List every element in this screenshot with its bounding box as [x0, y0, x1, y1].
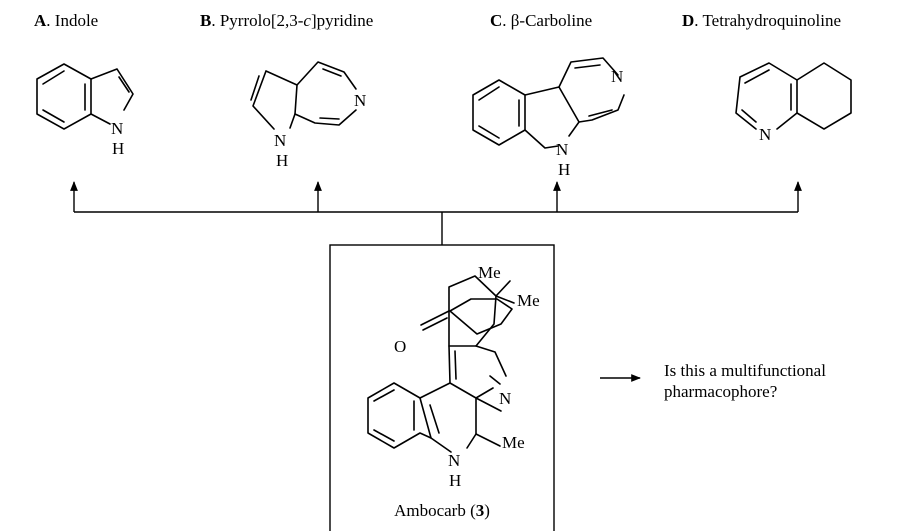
ambocarb-box	[329, 244, 555, 531]
atom-n: N	[556, 140, 568, 159]
atom-n: N	[274, 131, 286, 150]
structure-pyrrolopyridine: N N H	[250, 61, 366, 170]
label-beta-carboline: C. β-Carboline	[490, 11, 592, 30]
question-line-1: Is this a multifunctional	[664, 361, 826, 380]
atom-n: N	[354, 91, 366, 110]
atom-me: Me	[478, 263, 501, 282]
atom-n: N	[499, 389, 511, 408]
structure-indole: N H	[36, 63, 134, 158]
atom-me: Me	[502, 433, 525, 452]
atom-h: H	[449, 471, 461, 490]
question-line-2: pharmacophore?	[664, 382, 777, 401]
structure-tetrahydroquinoline: N	[735, 62, 852, 144]
atom-h: H	[276, 151, 288, 170]
atom-n: N	[448, 451, 460, 470]
atom-o: O	[394, 337, 406, 356]
label-tetrahydroquinoline: D. Tetrahydroquinoline	[682, 11, 841, 30]
atom-h: H	[558, 160, 570, 179]
atom-n: N	[611, 67, 623, 86]
ambocarb-caption: Ambocarb (3)	[394, 501, 490, 520]
label-indole: A. Indole	[34, 11, 98, 30]
structure-beta-carboline: N N H	[472, 57, 625, 179]
atom-h: H	[112, 139, 124, 158]
atom-me: Me	[517, 291, 540, 310]
atom-n: N	[111, 119, 123, 138]
connector-tree	[70, 181, 802, 245]
structure-ambocarb: Me Me O N Me N H	[367, 263, 540, 490]
atom-n: N	[759, 125, 771, 144]
label-pyrrolopyridine: B. Pyrrolo[2,3-c]pyridine	[200, 11, 373, 30]
